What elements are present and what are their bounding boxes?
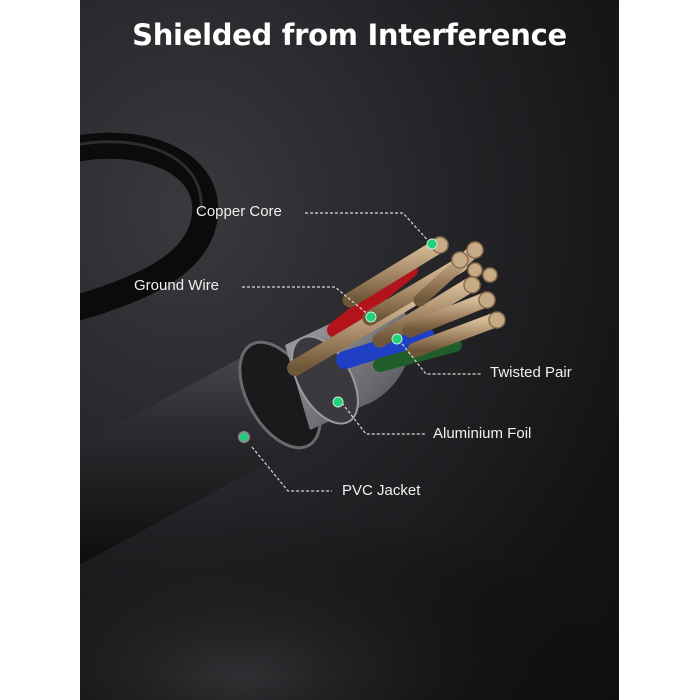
pvc-jacket-marker-icon (238, 431, 250, 443)
callout-label-copper-core: Copper Core (196, 203, 282, 220)
callout-label-ground-wire: Ground Wire (134, 277, 220, 294)
aluminium-foil-marker-icon (332, 396, 344, 408)
callout-leaders (242, 212, 482, 492)
cable-loop (80, 132, 219, 321)
callout-markers (238, 238, 438, 443)
callout-label-twisted-pair: Twisted Pair (490, 364, 572, 381)
twisted-pair-marker-icon (391, 333, 403, 345)
callout-label-aluminium-foil: Aluminium Foil (433, 425, 532, 442)
page-title: Shielded from Interference (132, 18, 567, 52)
callout-label-pvc-jacket: PVC Jacket (342, 482, 421, 499)
cable-illustration (80, 132, 619, 700)
copper-core-marker-icon (426, 238, 438, 250)
ground-wire-marker-icon (365, 311, 377, 323)
product-image-panel: Shielded from Interference Copper Core G… (80, 0, 619, 700)
